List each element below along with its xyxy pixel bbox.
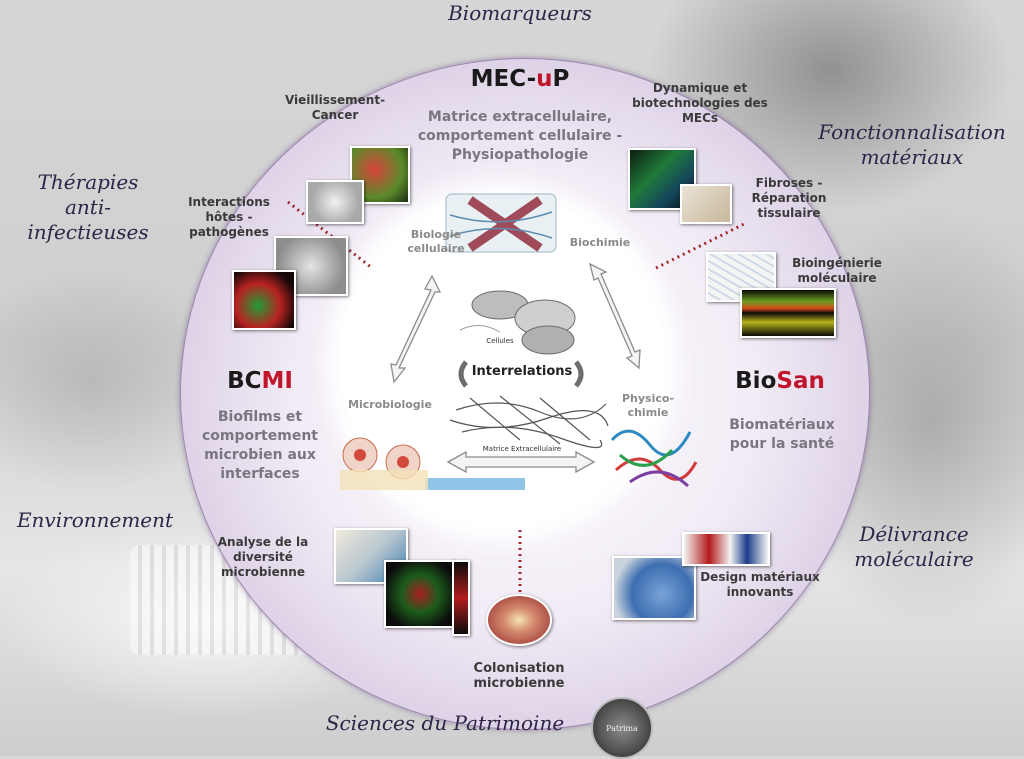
topic-dynamique: Dynamique et biotechnologies des MECs <box>632 81 768 125</box>
arrow-biochimie-physicochimie <box>589 262 641 370</box>
label-fonctionnalisation: Fonctionnalisation matériaux <box>818 120 1006 169</box>
team-biosan-title: BioSan <box>735 368 825 394</box>
matrix-illustration <box>449 395 609 449</box>
center-biochimie: Biochimie <box>569 236 631 249</box>
topic-colonisation: Colonisation microbienne <box>473 661 565 691</box>
team-mecup-title: MEC-uP <box>470 66 570 92</box>
label-therapies: Thérapies anti- infectieuses <box>27 170 149 244</box>
arrow-microbiologie-physicochimie <box>446 450 596 474</box>
interrelations-arrow-right <box>573 360 584 388</box>
dotted-line-fonctionnalisation <box>655 222 745 270</box>
image-design-drops <box>682 532 770 566</box>
label-biomarqueurs: Biomarqueurs <box>448 1 592 25</box>
team-bcmi-title: BCMI <box>227 368 293 394</box>
center-biologie: Biologie cellulaire <box>407 228 465 255</box>
image-colonisation-tissue <box>486 594 552 646</box>
topic-vieillissement: Vieillissement- Cancer <box>284 93 386 122</box>
center-interrelations: Interrelations <box>471 364 573 379</box>
label-environnement: Environnement <box>16 508 174 532</box>
image-vieillissement-cells <box>306 180 364 224</box>
biofilm-illustration <box>340 437 525 490</box>
topic-design: Design matériaux innovants <box>700 570 820 599</box>
cells-illustration <box>459 290 576 355</box>
image-analyse-fluorescence <box>384 560 456 628</box>
team-biosan-description: Biomatériaux pour la santé <box>729 417 835 452</box>
patrima-logo: Patrima <box>591 697 653 759</box>
center-microbiologie: Microbiologie <box>348 398 432 411</box>
topic-analyse: Analyse de la diversité microbienne <box>217 535 309 579</box>
center-matrice: Matrice Extracellulaire <box>482 445 562 453</box>
center-cellules: Cellules <box>486 337 514 345</box>
topic-interactions: Interactions hôtes - pathogènes <box>188 195 270 239</box>
label-patrimoine: Sciences du Patrimoine <box>325 711 565 735</box>
image-analyse-strip <box>452 560 470 636</box>
label-delivrance: Délivrance moléculaire <box>854 522 974 571</box>
image-interactions-fluorescence <box>232 270 296 330</box>
topic-fibroses: Fibroses - Réparation tissulaire <box>751 176 827 220</box>
mec-fibers-illustration <box>445 193 557 253</box>
interrelations-arrow-left <box>458 360 469 388</box>
team-mecup-description: Matrice extracellulaire, comportement ce… <box>417 109 623 163</box>
image-bioingenierie-gel <box>740 288 836 338</box>
polymers-illustration <box>610 429 698 488</box>
image-dynamique-sample <box>680 184 732 224</box>
image-design-glove <box>612 556 696 620</box>
team-bcmi-description: Biofilms et comportement microbien aux i… <box>202 409 318 482</box>
topic-bioingenierie: Bioingénierie moléculaire <box>792 256 882 285</box>
center-physicochimie: Physico- chimie <box>621 392 675 419</box>
arrow-biologie-microbiologie <box>390 274 442 384</box>
